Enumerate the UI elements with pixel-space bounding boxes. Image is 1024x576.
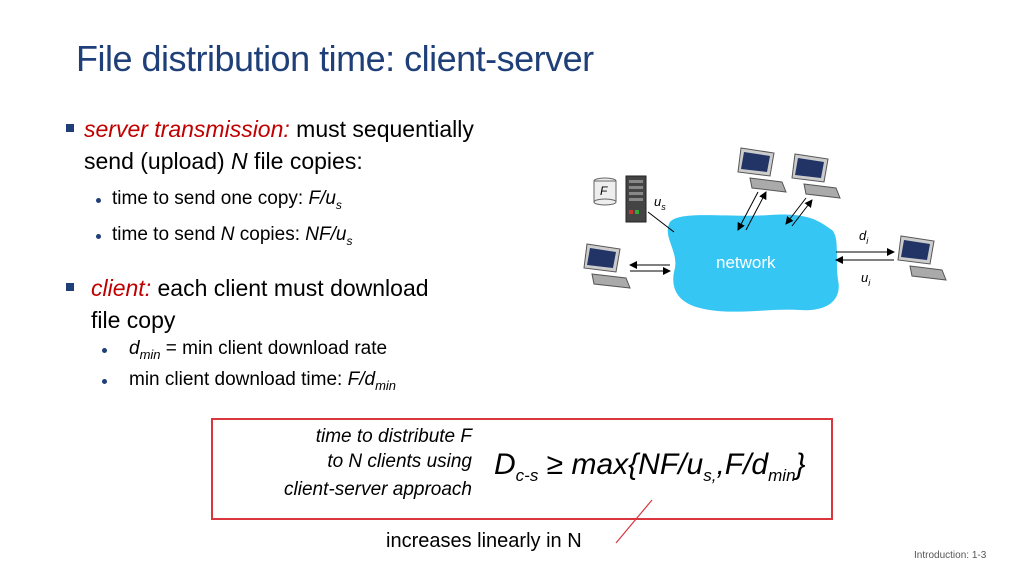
arrow-up xyxy=(745,191,767,231)
server-text2c: file copies: xyxy=(247,148,363,174)
formula-sub2: min xyxy=(768,466,796,485)
formula-mid: ,F/d xyxy=(716,448,769,481)
di-label: di xyxy=(859,228,869,246)
computer-icon xyxy=(583,243,631,289)
server-text2: send (upload) xyxy=(84,148,232,174)
formula-D-sub: c-s xyxy=(515,466,539,485)
computer-icon xyxy=(897,235,947,281)
client-sub2-sub: min xyxy=(375,377,397,393)
arrow-down xyxy=(737,191,759,231)
formula-max: max{NF/u xyxy=(571,448,704,481)
client-sub1-sub: min xyxy=(139,346,161,362)
server-icon: F xyxy=(593,175,647,223)
arrow-down xyxy=(785,197,807,225)
client-sub1-d: d xyxy=(129,338,140,359)
client-sub2-text: min client download time: xyxy=(129,369,348,390)
client-sub1-text: = min client download rate xyxy=(160,338,388,359)
network-label: network xyxy=(716,253,776,272)
formula-sub1: s, xyxy=(703,466,717,485)
server-sub2-text: time to send xyxy=(112,224,221,245)
client-sub2: min client download time: F/dmin xyxy=(129,369,396,393)
server-label: server transmission: xyxy=(84,116,290,142)
server-sub2-text2: copies: xyxy=(234,224,306,245)
client-sub1: dmin = min client download rate xyxy=(129,338,387,362)
formula-desc2: to N clients using xyxy=(327,451,472,472)
ui-label: ui xyxy=(861,270,871,288)
server-n: N xyxy=(231,148,248,174)
server-sub1: time to send one copy: F/us xyxy=(112,188,342,212)
formula-D: D xyxy=(494,448,516,481)
sub-bullet xyxy=(102,379,107,384)
server-sub2-n: N xyxy=(220,224,235,245)
server-sub1-text: time to send one copy: xyxy=(112,188,309,209)
file-label: F xyxy=(600,184,608,198)
client-bullet: client: each client must download file c… xyxy=(91,272,429,336)
slide-title: File distribution time: client-server xyxy=(76,38,594,79)
client-label: client: xyxy=(91,275,152,301)
sub-bullet xyxy=(96,198,101,203)
server-sub2-sub: s xyxy=(346,233,353,248)
server-sub2: time to send N copies: NF/us xyxy=(112,224,352,248)
computer-icon xyxy=(737,147,787,193)
client-text2: file copy xyxy=(91,307,176,333)
server-link xyxy=(647,211,675,233)
formula-box xyxy=(211,418,833,520)
slide-footer: Introduction: 1-3 xyxy=(914,550,987,561)
linear-note: increases linearly in N xyxy=(386,530,582,552)
formula-desc1: time to distribute F xyxy=(315,426,472,447)
server-bullet: server transmission: must sequentially s… xyxy=(84,113,474,177)
sub-bullet xyxy=(102,348,107,353)
client-text: each client must download xyxy=(151,275,429,301)
formula-desc3: client-server approach xyxy=(284,479,472,500)
formula-close: } xyxy=(795,448,806,481)
server-sub2-math: NF/u xyxy=(305,224,347,245)
server-sub1-sub: s xyxy=(335,197,342,212)
formula: Dc-s ≥ max{NF/us,,F/dmin} xyxy=(494,448,806,486)
network-diagram: network F us xyxy=(583,147,947,312)
server-text: must sequentially xyxy=(289,116,474,142)
server-sub1-math: F/u xyxy=(308,188,336,209)
arrow-up xyxy=(791,199,813,227)
network-cloud xyxy=(667,214,839,312)
bullet-square xyxy=(66,283,74,291)
computer-icon xyxy=(791,153,841,199)
client-sub2-math: F/d xyxy=(347,369,376,390)
sub-bullet xyxy=(96,234,101,239)
formula-ge: ≥ xyxy=(538,448,572,481)
bullet-square xyxy=(66,124,74,132)
us-label: us xyxy=(654,194,666,212)
